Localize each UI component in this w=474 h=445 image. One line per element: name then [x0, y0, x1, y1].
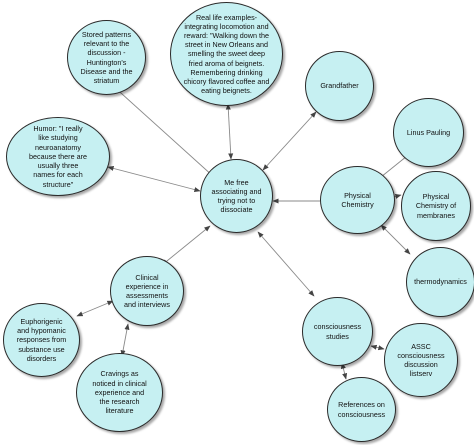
- node-physical-chemistry[interactable]: Physical Chemistry: [320, 166, 395, 234]
- node-grandfather-label: Grandfather: [320, 81, 359, 91]
- link-clinical-cravings: [120, 323, 130, 357]
- node-humor-label: Humor: "I really like studying neuroanat…: [29, 124, 87, 189]
- node-references-consciousness-label: References on consciousness: [337, 400, 386, 419]
- node-real-life-examples[interactable]: Real life examples- integrating locomoti…: [170, 2, 283, 106]
- link-consciousness-assc: [370, 344, 385, 351]
- node-consciousness-studies[interactable]: consciousness studies: [302, 297, 373, 366]
- link-center-humor: [107, 165, 201, 193]
- node-clinical-experience[interactable]: Clinical experience in assessments and i…: [110, 256, 184, 326]
- node-center-free-associating-label: Me free associating and trying not to di…: [211, 177, 262, 215]
- link-physchem-thermo: [380, 224, 411, 255]
- node-physical-chemistry-label: Physical Chemistry: [341, 190, 374, 209]
- link-center-grandfather: [262, 111, 317, 171]
- node-stored-patterns-label: Stored patterns relevant to the discussi…: [80, 29, 133, 85]
- node-references-consciousness[interactable]: References on consciousness: [327, 377, 396, 442]
- node-thermodynamics[interactable]: thermodynamics: [406, 247, 474, 317]
- link-consciousness-references: [340, 362, 348, 380]
- node-center-free-associating[interactable]: Me free associating and trying not to di…: [200, 159, 273, 233]
- node-assc-listserv-label: ASSC consciousness discussion listserv: [397, 341, 445, 379]
- link-center-consciousness: [257, 231, 315, 297]
- node-humor[interactable]: Humor: "I really like studying neuroanat…: [6, 117, 110, 196]
- link-center-clinical: [161, 225, 211, 266]
- node-euphorigenic[interactable]: Euphorigenic and hypomanic responses fro…: [3, 303, 80, 377]
- node-physical-chemistry-membranes-label: Physical Chemistry of membranes: [415, 192, 457, 220]
- node-cravings[interactable]: Cravings as noticed in clinical experien…: [76, 353, 163, 432]
- node-linus-pauling-label: Linus Pauling: [406, 127, 451, 137]
- link-center-reallife: [225, 103, 234, 160]
- node-cravings-label: Cravings as noticed in clinical experien…: [92, 369, 147, 416]
- node-thermodynamics-label: thermodynamics: [414, 277, 467, 287]
- node-consciousness-studies-label: consciousness studies: [313, 322, 362, 341]
- node-assc-listserv[interactable]: ASSC consciousness discussion listserv: [384, 323, 458, 397]
- node-physical-chemistry-membranes[interactable]: Physical Chemistry of membranes: [401, 171, 471, 241]
- node-real-life-examples-label: Real life examples- integrating locomoti…: [183, 12, 270, 96]
- link-clinical-euphoric: [76, 300, 114, 317]
- node-grandfather[interactable]: Grandfather: [305, 51, 374, 121]
- node-stored-patterns[interactable]: Stored patterns relevant to the discussi…: [67, 20, 146, 95]
- node-clinical-experience-label: Clinical experience in assessments and i…: [124, 272, 170, 310]
- node-linus-pauling[interactable]: Linus Pauling: [393, 98, 464, 167]
- node-euphorigenic-label: Euphorigenic and hypomanic responses fro…: [16, 316, 67, 363]
